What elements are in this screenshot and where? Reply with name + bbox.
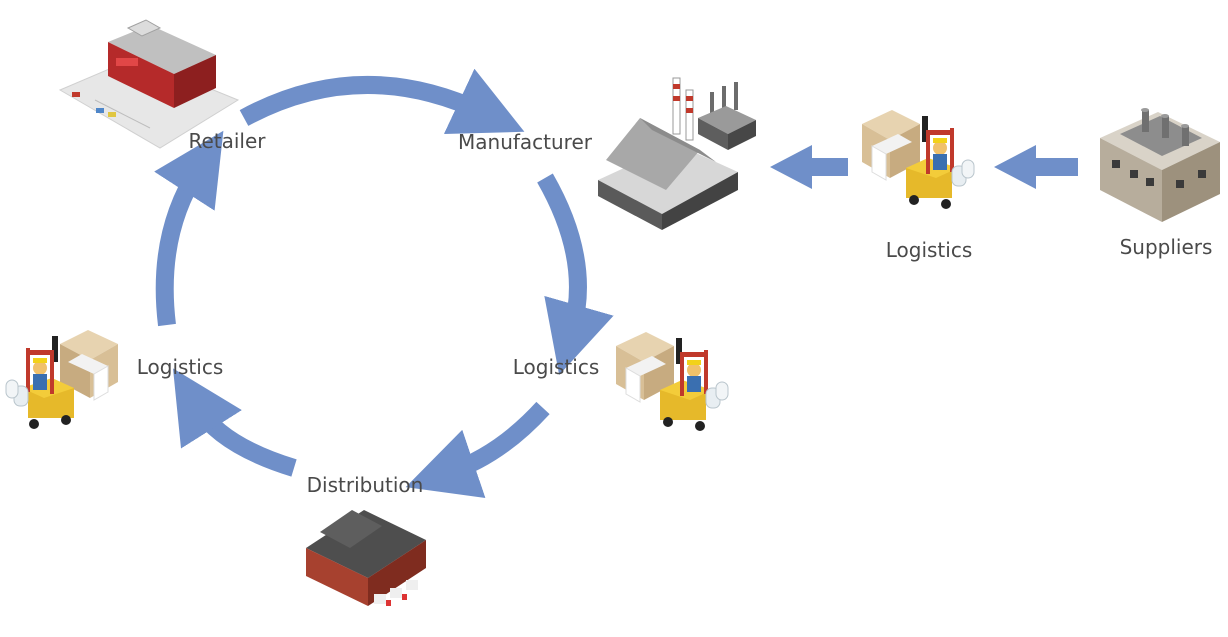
arrow-logistics-to-distribution: [405, 401, 550, 498]
logistics-left-label: Logistics: [137, 355, 224, 379]
suppliers-label: Suppliers: [1120, 235, 1213, 259]
factory-icon: [598, 77, 756, 230]
logistics-supply-label: Logistics: [886, 238, 973, 262]
logistics-supply-forklift-icon: [861, 109, 975, 210]
warehouse-icon: [306, 510, 426, 606]
logistics-left-forklift-icon: [5, 329, 119, 430]
logistics-right-forklift-icon: [615, 331, 729, 432]
supply-arrows: [770, 145, 1078, 189]
logistics-right-label: Logistics: [513, 355, 600, 379]
retail-store-icon: [58, 19, 240, 149]
arrow-logistics-to-manufacturer: [770, 145, 848, 189]
node-labels: Retailer Manufacturer Logistics Distribu…: [137, 129, 1213, 497]
arrow-retailer-to-manufacturer: [239, 68, 525, 134]
arrow-manufacturer-to-logistics: [537, 173, 614, 376]
arrow-suppliers-to-logistics: [994, 145, 1078, 189]
cycle-arrows: [154, 68, 614, 498]
manufacturer-label: Manufacturer: [458, 130, 593, 154]
supplier-plant-icon: [1100, 108, 1220, 222]
arrow-logistics-to-retailer: [154, 130, 224, 327]
distribution-label: Distribution: [307, 473, 424, 497]
arrow-distribution-to-logistics: [172, 368, 297, 477]
retailer-label: Retailer: [188, 129, 266, 153]
